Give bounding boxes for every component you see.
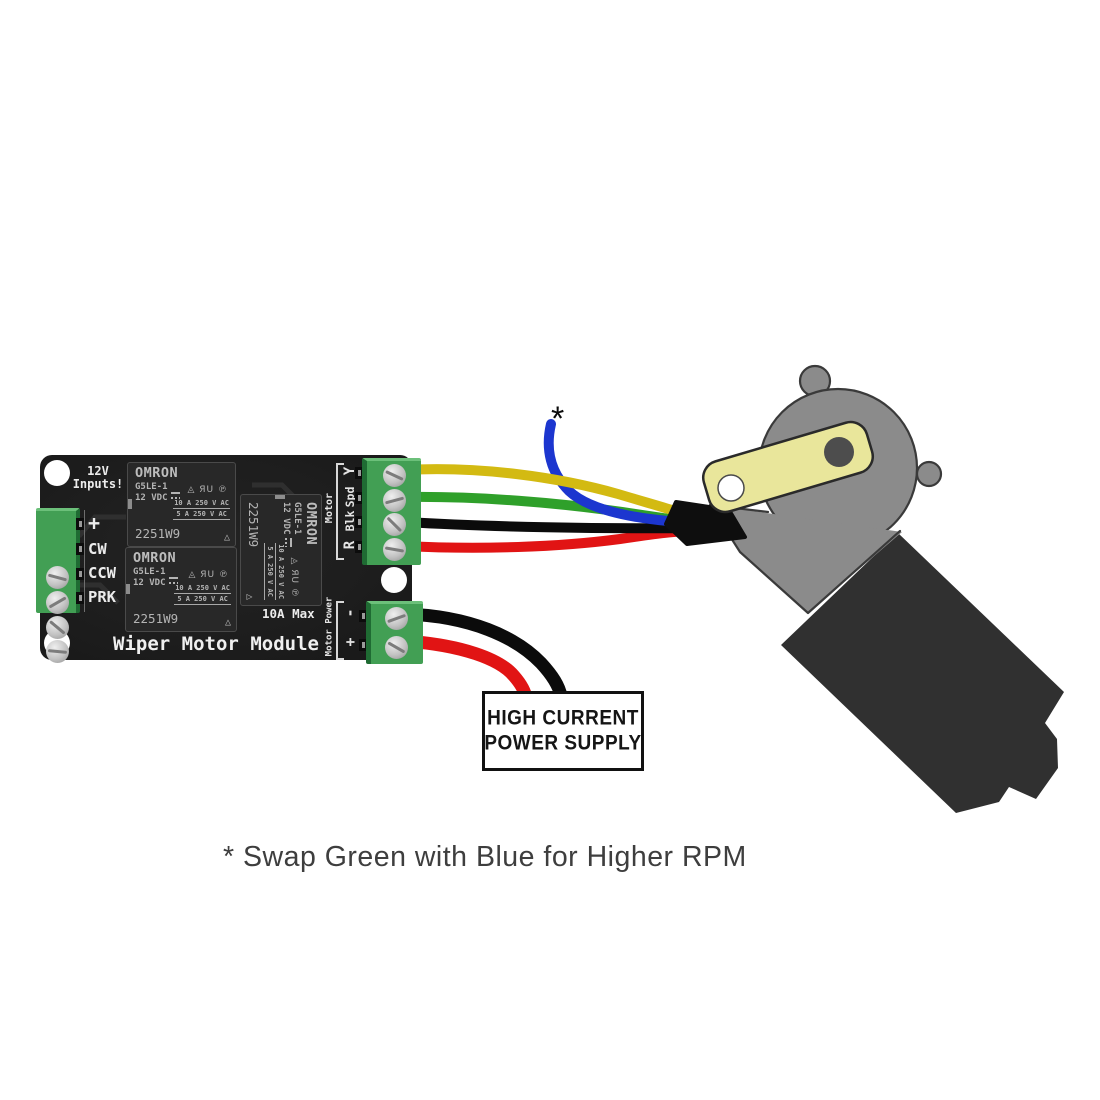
relay-ratings: 10 A 250 V AC 5 A 250 V AC [173, 499, 230, 521]
dc-symbol-icon [170, 491, 180, 500]
relay-rating-1: 10 A 250 V AC [275, 543, 285, 600]
input-label-plus: + [88, 511, 101, 535]
relay-ratings: 10 A 250 V AC 5 A 250 V AC [174, 584, 231, 606]
blue-wire-asterisk: * [551, 400, 565, 438]
blue-wire [543, 419, 673, 526]
terminal-screw [383, 464, 406, 487]
relay-rotated: OMRON G5LE-1 12 VDC ◬ ЯU ℗ 10 A 250 V AC… [240, 494, 322, 606]
inputs-heading: 12V Inputs! [68, 465, 128, 490]
power-supply-line2: POWER SUPPLY [484, 731, 642, 755]
mounting-hole [381, 567, 407, 593]
relay-model: G5LE-1 [133, 566, 166, 577]
relay-brand: OMRON [133, 550, 177, 566]
terminal-screw [46, 640, 69, 663]
motor-group-label: Motor [323, 492, 335, 524]
motor-terminal-block [362, 458, 421, 565]
relay-vent-mark-icon: △ [223, 532, 230, 543]
motor-group-bracket [336, 463, 344, 560]
terminal-pin [359, 639, 367, 651]
motor-power-bracket [336, 601, 344, 660]
power-terminal-label-plus: + [341, 637, 359, 647]
relay-coil-voltage: 12 VDC [133, 577, 166, 588]
terminal-pin [355, 467, 363, 479]
relay-rating-2: 5 A 250 V AC [173, 510, 230, 520]
board-name: Wiper Motor Module [113, 633, 319, 655]
relay: OMRON G5LE-1 12 VDC ◬ ЯU ℗ 10 A 250 V AC… [127, 462, 236, 547]
terminal-pin [355, 492, 363, 504]
relay-coil-voltage: 12 VDC [135, 492, 168, 503]
relay-rating-1: 10 A 250 V AC [173, 499, 230, 509]
black-wire [400, 517, 703, 534]
power-terminal-label-minus: - [341, 608, 359, 618]
wiper-motor-module-board: 12V Inputs! + CW CCW PRK OMRON G5LE-1 12… [36, 455, 423, 664]
relay-brand: OMRON [303, 502, 319, 546]
relay-date-code: 2251W9 [135, 526, 181, 541]
red-wire [400, 525, 705, 553]
relay-rating-1: 10 A 250 V AC [174, 584, 231, 594]
terminal-pin [76, 568, 84, 580]
mounting-hole [44, 460, 70, 486]
inputs-heading-line1: 12V [87, 464, 109, 478]
relay-rating-2: 5 A 250 V AC [264, 543, 274, 600]
gearbox-wedge [710, 505, 902, 613]
terminal-pin [355, 516, 363, 528]
terminal-screw [46, 566, 69, 589]
terminal-pin [76, 592, 84, 604]
footnote: * Swap Green with Blue for Higher RPM [223, 841, 747, 873]
terminal-screw [46, 591, 69, 614]
motor-power-label: Motor Power [324, 596, 334, 657]
certification-marks-icon: ◬ ЯU ℗ [188, 570, 229, 580]
relay-mold-mark [128, 499, 132, 509]
motor-power-terminal-block [366, 601, 423, 664]
terminal-screw [383, 513, 406, 536]
terminal-pin [359, 610, 367, 622]
certification-marks-icon: ◬ ЯU ℗ [187, 485, 228, 495]
relay-date-code: 2251W9 [133, 611, 179, 626]
input-terminal-block [36, 508, 80, 663]
relay-vent-mark-icon: △ [244, 593, 255, 600]
terminal-screw [46, 616, 69, 639]
crank-pivot [824, 437, 854, 467]
relay: OMRON G5LE-1 12 VDC ◬ ЯU ℗ 10 A 250 V AC… [125, 547, 237, 632]
relay-ratings: 10 A 250 V AC 5 A 250 V AC [263, 543, 285, 600]
certification-marks-icon: ◬ ЯU ℗ [289, 557, 299, 598]
input-label-prk: PRK [88, 588, 116, 606]
power-supply-line1: HIGH CURRENT [487, 706, 639, 730]
terminal-screw [383, 489, 406, 512]
terminal-pin [76, 518, 84, 530]
power-supply-label: HIGH CURRENT POWER SUPPLY [482, 691, 644, 771]
crank-arm-hole [717, 474, 745, 502]
power-black-wire [398, 607, 568, 703]
relay-mold-mark [126, 584, 130, 594]
motor-body [781, 533, 1064, 813]
relay-date-code: 2251W9 [246, 502, 261, 548]
gearbox-side-bump [915, 460, 943, 488]
power-red-wire [398, 634, 533, 705]
max-current-label: 10A Max [262, 606, 315, 621]
terminal-pin [76, 543, 84, 555]
input-label-ccw: CCW [88, 564, 116, 582]
terminal-screw [385, 636, 408, 659]
terminal-pin [355, 541, 363, 553]
terminal-screw [385, 607, 408, 630]
relay-brand: OMRON [135, 465, 179, 481]
input-label-cw: CW [88, 540, 107, 558]
relay-rating-2: 5 A 250 V AC [174, 595, 231, 605]
relay-model: G5LE-1 [135, 481, 168, 492]
silkscreen-line [84, 510, 85, 612]
dc-symbol-icon [284, 537, 293, 547]
dc-symbol-icon [168, 576, 178, 585]
relay-vent-mark-icon: △ [224, 617, 231, 628]
terminal-screw [383, 538, 406, 561]
inputs-heading-line2: Inputs! [72, 476, 124, 491]
relay-coil-voltage: 12 VDC [281, 502, 292, 535]
relay-mold-mark [275, 495, 285, 499]
